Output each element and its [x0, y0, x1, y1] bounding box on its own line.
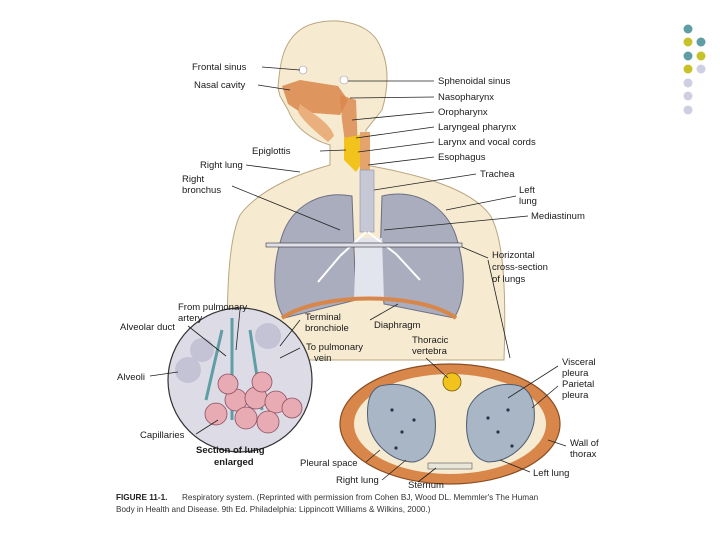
- body-silhouette: [226, 20, 506, 361]
- label-left-lung-2: lung: [519, 196, 537, 207]
- label-parietal-1: Parietal: [562, 379, 594, 390]
- label-thoracic-2: vertebra: [412, 346, 448, 357]
- label-section-1: Section of lung: [196, 445, 265, 456]
- label-to-pulmonary-2: vein: [314, 353, 331, 364]
- label-pleural-space: Pleural space: [300, 458, 358, 469]
- label-trachea: Trachea: [480, 169, 515, 180]
- caption-figure-number: FIGURE 11-1.: [116, 493, 167, 502]
- label-alveolar-duct: Alveolar duct: [120, 322, 175, 333]
- label-horizontal-3: of lungs: [492, 274, 526, 285]
- label-wall-1: Wall of: [570, 438, 599, 449]
- label-right-lung: Right lung: [200, 160, 243, 171]
- alveoli-enlarged: [167, 307, 313, 453]
- label-from-pulmonary-1: From pulmonary: [178, 302, 247, 313]
- caption-line-1: Respiratory system. (Reprinted with perm…: [182, 493, 539, 502]
- label-horizontal-1: Horizontal: [492, 250, 535, 261]
- label-esophagus: Esophagus: [438, 152, 486, 163]
- label-horizontal-2: cross-section: [492, 262, 548, 273]
- label-visceral-1: Visceral: [562, 357, 596, 368]
- thorax-cross-section: [339, 363, 561, 485]
- decorative-dot-grid: [683, 24, 706, 115]
- caption-line-2: Body in Health and Disease. 9th Ed. Phil…: [116, 505, 431, 514]
- leader-lines: [149, 66, 567, 483]
- label-terminal-2: bronchiole: [305, 323, 349, 334]
- label-thoracic-1: Thoracic: [412, 335, 449, 346]
- label-left-lung-small: Left lung: [533, 468, 569, 479]
- label-visceral-2: pleura: [562, 368, 589, 379]
- label-larynx-vocal-cords: Larynx and vocal cords: [438, 137, 536, 148]
- label-terminal-1: Terminal: [305, 312, 341, 323]
- label-left-lung-1: Left: [519, 185, 535, 196]
- label-sphenoidal-sinus: Sphenoidal sinus: [438, 76, 511, 87]
- label-nasal-cavity: Nasal cavity: [194, 80, 245, 91]
- label-parietal-2: pleura: [562, 390, 589, 401]
- label-laryngeal-pharynx: Laryngeal pharynx: [438, 122, 516, 133]
- label-right-bronchus-2: bronchus: [182, 185, 221, 196]
- label-diaphragm: Diaphragm: [374, 320, 421, 331]
- label-wall-2: thorax: [570, 449, 597, 460]
- label-mediastinum: Mediastinum: [531, 211, 585, 222]
- label-to-pulmonary-1: To pulmonary: [306, 342, 363, 353]
- label-sternum: Sternum: [408, 480, 444, 491]
- label-oropharynx: Oropharynx: [438, 107, 488, 118]
- label-epiglottis: Epiglottis: [252, 146, 291, 157]
- label-right-bronchus-1: Right: [182, 174, 205, 185]
- label-capillaries: Capillaries: [140, 430, 185, 441]
- label-section-2: enlarged: [214, 457, 254, 468]
- labels: Frontal sinus Nasal cavity Sphenoidal si…: [117, 62, 599, 491]
- label-alveoli: Alveoli: [117, 372, 145, 383]
- lungs: [265, 193, 464, 320]
- label-frontal-sinus: Frontal sinus: [192, 62, 247, 73]
- label-right-lung-small: Right lung: [336, 475, 379, 486]
- figure-caption: FIGURE 11-1. Respiratory system. (Reprin…: [116, 493, 539, 514]
- label-nasopharynx: Nasopharynx: [438, 92, 494, 103]
- label-from-pulmonary-2: artery: [178, 313, 203, 324]
